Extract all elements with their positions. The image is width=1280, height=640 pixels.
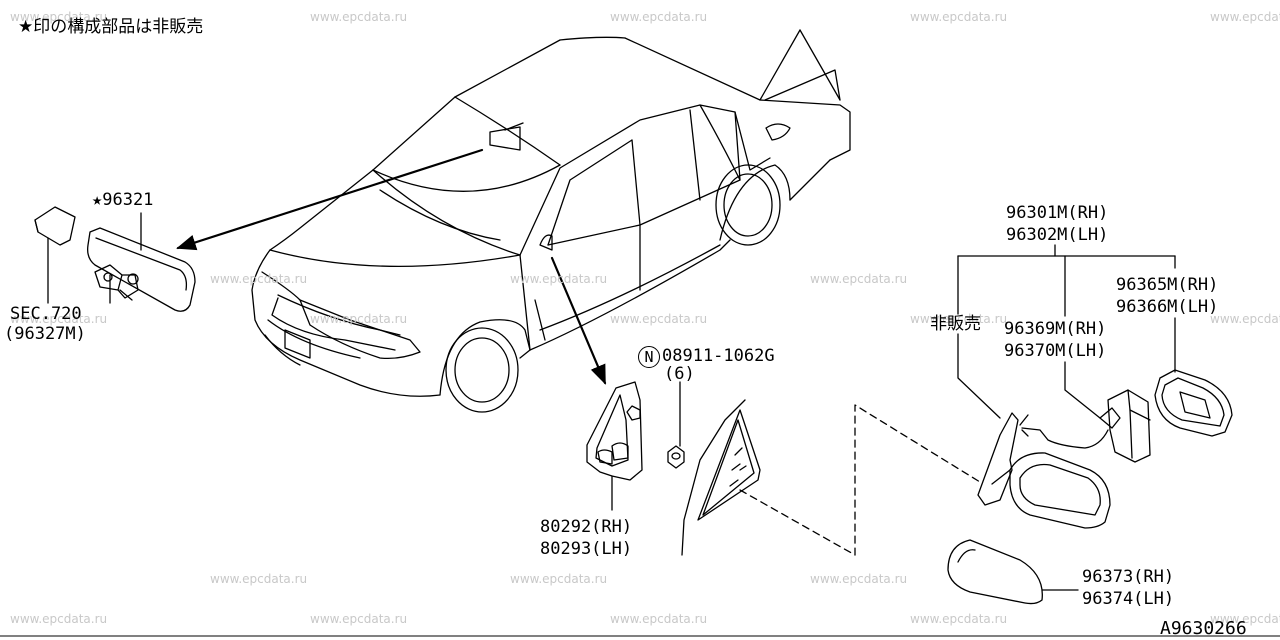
watermark: www.epcdata.ru (10, 612, 108, 626)
part-label-96366m[interactable]: 96366M(LH) (1116, 297, 1219, 317)
watermark: www.epcdata.ru (610, 312, 708, 326)
watermark: www.epcdata.ru (1210, 612, 1280, 626)
part-label-96369m[interactable]: 96369M(RH) (1004, 319, 1107, 339)
watermark: www.epcdata.ru (310, 10, 408, 24)
part-label-96370m[interactable]: 96370M(LH) (1004, 341, 1107, 361)
watermark: www.epcdata.ru (510, 572, 608, 586)
watermark: www.epcdata.ru (910, 312, 1008, 326)
nut-quantity: (6) (664, 364, 695, 384)
dashed-link (739, 404, 981, 556)
arrow-to-inner-mirror (176, 148, 484, 251)
part-label-96301m[interactable]: 96301M(RH) (1006, 203, 1109, 223)
watermark: www.epcdata.ru (810, 572, 908, 586)
part-label-80293[interactable]: 80293(LH) (540, 539, 633, 559)
part-label-96321[interactable]: ★96321 (92, 190, 154, 210)
door-corner-panel (681, 399, 761, 556)
watermark: www.epcdata.ru (210, 572, 308, 586)
watermark: www.epcdata.ru (310, 312, 408, 326)
watermark: www.epcdata.ru (1210, 10, 1280, 24)
watermark: www.epcdata.ru (810, 272, 908, 286)
part-label-08911-1062g[interactable]: 08911-1062G (662, 346, 775, 366)
nut (667, 381, 685, 469)
watermark: www.epcdata.ru (10, 312, 108, 326)
door-mirror-assembly (947, 244, 1233, 605)
part-label-80292[interactable]: 80292(RH) (540, 517, 633, 537)
watermark: www.epcdata.ru (210, 272, 308, 286)
part-label-sec720[interactable]: SEC.720 (10, 304, 82, 324)
watermark: www.epcdata.ru (610, 10, 708, 24)
header-note: ★印の構成部品は非販売 (18, 17, 204, 37)
not-sold-note: 非販売 (930, 314, 981, 334)
part-label-96365m[interactable]: 96365M(RH) (1116, 275, 1219, 295)
watermark: www.epcdata.ru (510, 272, 608, 286)
inner-mirror-assembly (34, 206, 196, 312)
nut-symbol-badge: N (638, 346, 660, 368)
watermark: www.epcdata.ru (910, 612, 1008, 626)
watermark: www.epcdata.ru (1210, 312, 1280, 326)
corner-finisher (586, 381, 643, 511)
diagram-id: A9630266 (1160, 618, 1247, 639)
watermark: www.epcdata.ru (910, 10, 1008, 24)
car-body-outline (251, 29, 851, 413)
part-label-96374[interactable]: 96374(LH) (1082, 589, 1175, 609)
arrow-to-door-mirror (550, 256, 607, 385)
part-label-96302m[interactable]: 96302M(LH) (1006, 225, 1109, 245)
part-label-96373[interactable]: 96373(RH) (1082, 567, 1175, 587)
watermark: www.epcdata.ru (610, 612, 708, 626)
watermark: www.epcdata.ru (10, 10, 108, 24)
watermark: www.epcdata.ru (310, 612, 408, 626)
part-label-96327m[interactable]: (96327M) (4, 324, 86, 344)
